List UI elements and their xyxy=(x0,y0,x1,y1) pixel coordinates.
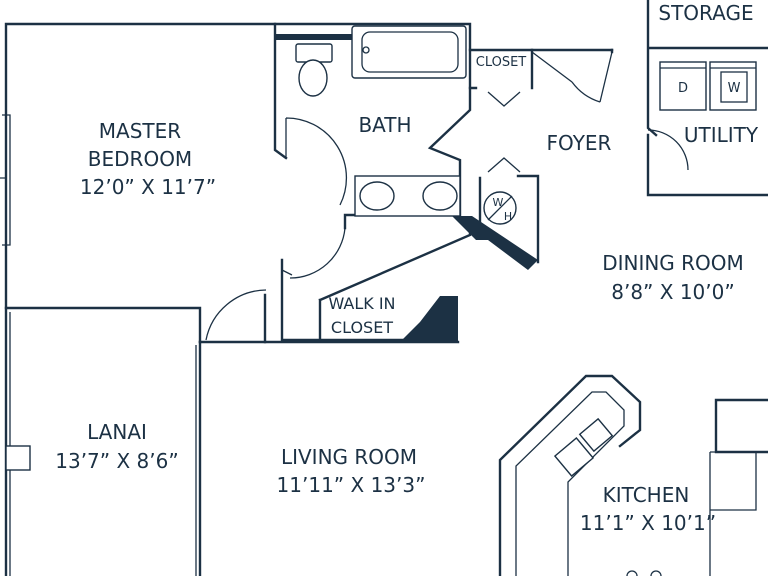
bathtub xyxy=(351,25,467,79)
master-window xyxy=(0,114,11,246)
water-heater xyxy=(483,191,517,225)
kitchen-right-wall xyxy=(714,398,768,454)
master-dims: 12’0” X 11’7” xyxy=(80,175,216,199)
doors xyxy=(205,51,689,341)
lanai-wall xyxy=(4,306,202,576)
utility-door xyxy=(647,129,689,171)
foyer-label: FOYER xyxy=(547,131,612,155)
walkin-line2: CLOSET xyxy=(331,318,393,337)
kitchen-dims: 11’1” X 10’1” xyxy=(580,511,716,535)
water-heater-top: W xyxy=(493,196,504,209)
master-door xyxy=(281,227,346,279)
master-name-line1: MASTER xyxy=(99,119,181,143)
wall-mass-bath-top xyxy=(276,34,352,40)
wh-closet-walls xyxy=(478,174,540,264)
kitchen xyxy=(498,374,757,576)
tub-drain xyxy=(362,46,370,54)
dining-label: DINING ROOM xyxy=(602,251,744,275)
wh-door xyxy=(487,157,521,173)
dryer xyxy=(659,61,707,111)
living-label: LIVING ROOM xyxy=(281,445,417,469)
lanai-label: LANAI xyxy=(87,420,147,444)
kitchen-label: KITCHEN xyxy=(603,483,690,507)
washer-label: W xyxy=(728,81,741,96)
water-heater-slash xyxy=(487,195,513,221)
labels: STORAGE UTILITY D W CLOSET FOYER BATH MA… xyxy=(55,1,759,535)
dining-dims: 8’8” X 10’0” xyxy=(611,280,734,304)
kitchen-counter-outer xyxy=(498,374,642,576)
bathtub-inner xyxy=(361,31,459,73)
closet-label: CLOSET xyxy=(476,55,527,70)
master-name-line2: BEDROOM xyxy=(88,147,192,171)
utility-label: UTILITY xyxy=(684,123,759,147)
bath-door xyxy=(285,117,348,206)
foyer-walls xyxy=(530,0,768,197)
bath-walls xyxy=(273,22,472,230)
sink-right xyxy=(422,181,458,211)
lanai-dims: 13’7” X 8’6” xyxy=(55,449,178,473)
storage-label: STORAGE xyxy=(658,1,753,25)
kitchen-sink-right xyxy=(578,417,614,453)
toilet-bowl xyxy=(298,59,328,97)
living-dims: 11’11” X 13’3” xyxy=(277,473,426,497)
wall-mass-bath-wh xyxy=(452,216,538,270)
walkin-line1: WALK IN xyxy=(328,294,395,313)
stove-burner-1 xyxy=(626,570,638,576)
sink-left xyxy=(359,181,395,211)
water-heater-bottom: H xyxy=(504,210,512,223)
kitchen-sink-left xyxy=(553,437,595,477)
kitchen-counter-inner xyxy=(515,391,625,576)
master-bedroom-walls xyxy=(4,22,288,344)
walkin-door xyxy=(205,289,267,341)
wall-mass-walkin xyxy=(400,296,458,342)
lanai-slider xyxy=(9,312,197,576)
dryer-label: D xyxy=(678,81,688,96)
stove-burner-2 xyxy=(650,570,662,576)
lanai-column xyxy=(5,445,31,471)
utility-fixtures xyxy=(659,61,757,111)
toilet-tank xyxy=(295,43,333,63)
closet-door xyxy=(487,91,521,107)
washer-door xyxy=(720,71,748,103)
bath-fixtures xyxy=(295,25,467,217)
bath-label: BATH xyxy=(358,113,411,137)
solid-walls xyxy=(276,34,538,342)
kitchen-right-counter xyxy=(709,451,757,576)
entry-door xyxy=(531,51,613,103)
